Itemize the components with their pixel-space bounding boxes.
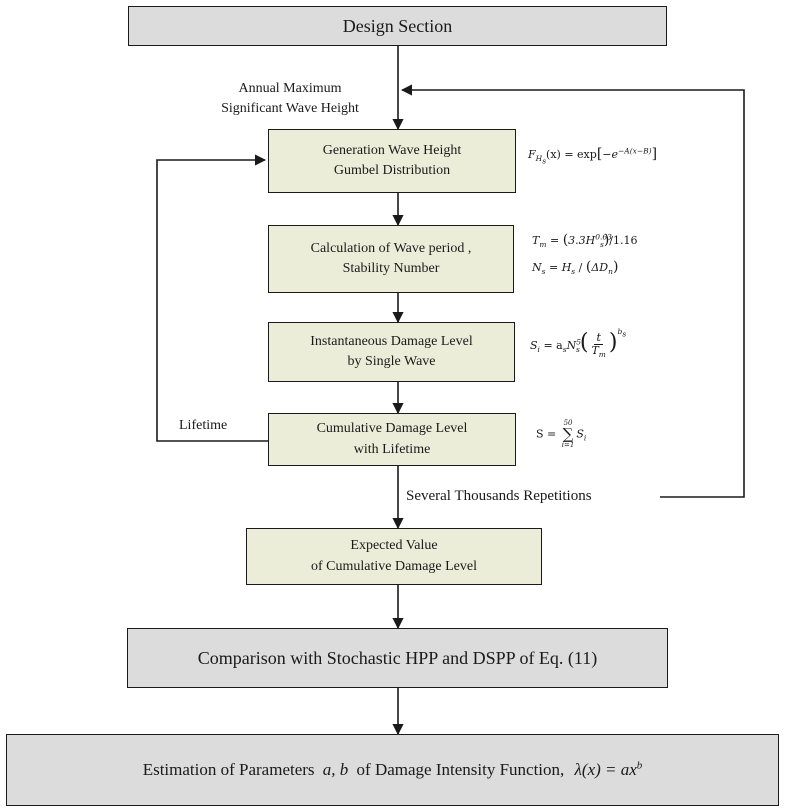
calculation-label-line2: Stability Number <box>342 261 440 276</box>
intensity-function-lhs: λ(x) = ax <box>574 759 637 779</box>
instantaneous-label-line2: by Single Wave <box>347 354 436 369</box>
instantaneous-label-line1: Instantaneous Damage Level <box>310 333 473 349</box>
cumulative-box: Cumulative Damage Level with Lifetime <box>268 413 516 466</box>
lifetime-label: Lifetime <box>179 418 228 433</box>
gumbel-formula: FHs(x) = exp[−e−A(x−B)] <box>528 146 658 166</box>
estimation-middle: of Damage Intensity Function, <box>356 759 565 779</box>
annual-max-label-line1: Annual Maximum <box>238 81 342 96</box>
generation-label-line1: Generation Wave Height <box>322 142 462 158</box>
stability-number-formula: Ns = Hs / (ΔDn) <box>532 259 619 277</box>
design-section-label: Design Section <box>342 15 453 36</box>
annual-max-label: Annual Maximum Significant Wave Height <box>190 79 390 120</box>
estimation-prefix: Estimation of Parameters <box>142 759 315 779</box>
comparison-box: Comparison with Stochastic HPP and DSPP … <box>127 628 668 688</box>
design-section-box: Design Section <box>128 6 667 46</box>
repetitions-label: Several Thousands Repetitions <box>406 488 596 505</box>
expected-label-line2: of Cumulative Damage Level <box>311 558 477 574</box>
lifetime-loop-line <box>156 154 268 442</box>
estimation-box: Estimation of Parameters a, b of Damage … <box>6 734 779 806</box>
generation-box: Generation Wave Height Gumbel Distributi… <box>268 129 516 193</box>
annual-max-label-line2: Significant Wave Height <box>221 101 359 117</box>
estimation-params: a, b <box>322 759 349 779</box>
generation-label-line2: Gumbel Distribution <box>333 163 451 178</box>
instantaneous-box: Instantaneous Damage Level by Single Wav… <box>268 322 515 382</box>
repetitions-loop-line <box>400 84 745 498</box>
intensity-function-exponent: b <box>636 759 643 772</box>
expected-box: Expected Value of Cumulative Damage Leve… <box>246 528 542 585</box>
calculation-box: Calculation of Wave period , Stability N… <box>268 225 514 293</box>
cumulative-label-line1: Cumulative Damage Level <box>316 421 468 437</box>
calculation-label-line1: Calculation of Wave period , <box>310 240 472 256</box>
comparison-label: Comparison with Stochastic HPP and DSPP … <box>197 647 598 668</box>
wave-period-formula: Tm = (3.3H0.63s)/1.16 <box>532 232 638 250</box>
estimation-label: Estimation of Parameters a, b of Damage … <box>143 758 643 783</box>
cumulative-label-line2: with Lifetime <box>353 441 431 457</box>
expected-label-line1: Expected Value <box>350 538 438 554</box>
intensity-function-formula: λ(x) = axb <box>574 759 643 779</box>
